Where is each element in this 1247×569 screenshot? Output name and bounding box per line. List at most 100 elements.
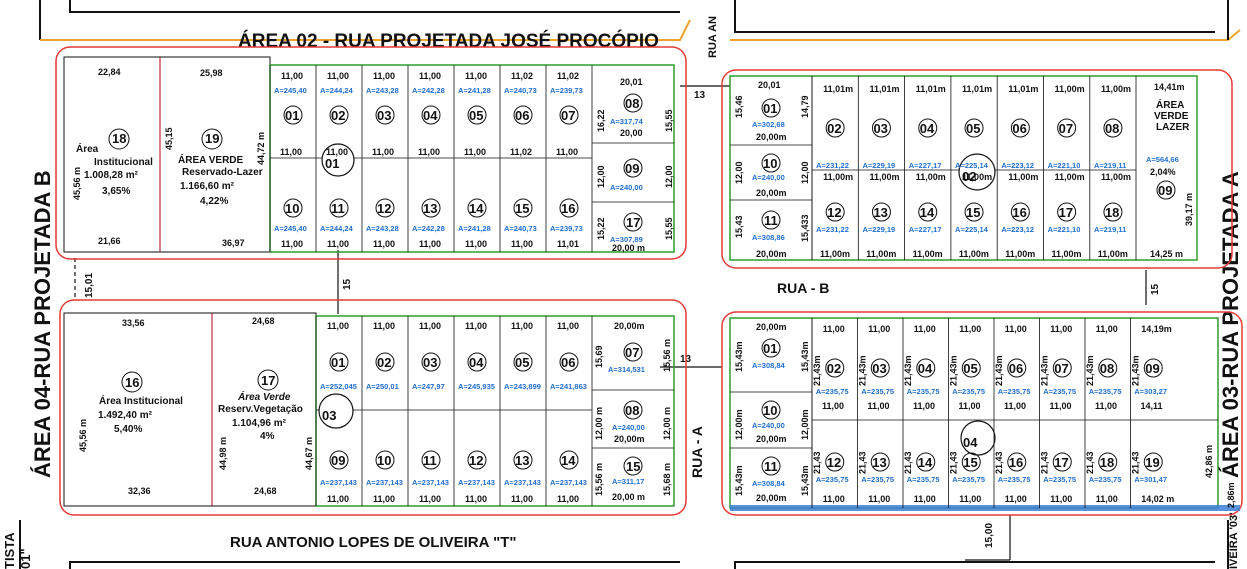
b02-bottom-lot-area: A=231,22 xyxy=(816,225,849,234)
b02-bottom-width: 11,00m xyxy=(866,249,896,259)
b02-bottom-lot-area: A=227,17 xyxy=(909,225,942,234)
b01-lot08-number: 08 xyxy=(625,96,639,111)
b03-top-lot-number: 02 xyxy=(377,355,391,370)
b04-bottom-lot-number: 16 xyxy=(1009,455,1023,470)
b02-lot11-area: A=308,86 xyxy=(752,233,785,242)
b01-top-lot-number: 01 xyxy=(285,108,299,123)
b01-bottom-lot-width: 11,00 xyxy=(465,239,487,249)
b01-lot19-side-r: 44,72 m xyxy=(256,132,266,165)
b04-top-depth: 21,43m xyxy=(903,355,913,386)
b01-bottom-lot-circle xyxy=(283,198,303,218)
b04-top-lot-area: A=235,75 xyxy=(907,387,940,396)
b03-top-lot-area: A=250,01 xyxy=(366,382,399,391)
b04-lot11-left: 15,43m xyxy=(734,465,744,496)
b02-bottom-lot-area: A=221,10 xyxy=(1048,225,1081,234)
b04-lot11-area: A=308,84 xyxy=(752,479,786,488)
b03-bottom-lot-number: 11 xyxy=(423,453,437,468)
b02-top-lot-number: 03 xyxy=(873,121,887,136)
b01-lot19-circle xyxy=(201,128,223,150)
b04-side: 42,86 m xyxy=(1204,445,1214,478)
b03-lot08-right: 12,00 m xyxy=(662,407,672,440)
b02-bottom-lot-area: A=225,14 xyxy=(955,225,989,234)
b04-mid-width: 11,00 xyxy=(868,401,890,411)
b02-bottom-lot-number: 16 xyxy=(1012,205,1026,220)
b01-lot19-label: ÁREA VERDE xyxy=(178,153,244,166)
b04-lot10-right: 12,00m xyxy=(800,409,810,440)
b02-bottom-lot-number: 12 xyxy=(827,205,841,220)
b04-top-lot-circle xyxy=(825,358,845,378)
b03-top-lot-area: A=243,899 xyxy=(504,382,541,391)
b03-bottom-lot-circle xyxy=(559,450,579,470)
b03-lot08-number: 08 xyxy=(625,403,639,418)
b04-top-lot-width: 11,00 xyxy=(959,324,981,334)
b01-bottom-lot-number: 13 xyxy=(423,201,437,216)
b02-lot10-circle xyxy=(761,153,781,173)
b04-bottom-depth: 21,43 xyxy=(1131,451,1141,474)
b03-lot17-number: 17 xyxy=(261,373,275,388)
b04-bottom-lot-width: 11,00 xyxy=(868,494,890,504)
b03-lot16-bottom: 32,36 xyxy=(128,486,151,496)
b02-bottom-width: 11,00m xyxy=(913,249,943,259)
b03-lot16-area: 1.492,40 m² xyxy=(98,410,153,421)
b01-top-lot-area: A=244,24 xyxy=(320,86,354,95)
b01-mid-width: 11,00 xyxy=(464,147,486,157)
b03-top-lot-circle xyxy=(375,352,395,372)
gap-bottom-vertical: 15,00 xyxy=(984,523,995,548)
b01-mid-width: 11,02 xyxy=(510,147,532,157)
b03-top-lot-circle xyxy=(467,352,487,372)
b01-top-lot-number: 02 xyxy=(331,108,345,123)
b01-mid-width: 11,00 xyxy=(372,147,394,157)
b01-block-number-text: 01 xyxy=(325,156,339,171)
b02-green-side: 39,17 m xyxy=(1184,193,1194,226)
b01-lot18-pct: 3,65% xyxy=(102,186,130,197)
b01-lot18-top: 22,84 xyxy=(98,67,121,77)
b04-top-depth: 21,43m xyxy=(1040,355,1050,386)
b04-bottom-lot-area: A=235,75 xyxy=(1089,475,1122,484)
b04-block-number-text: 04 xyxy=(963,435,978,450)
b02-bottom-lot-number: 13 xyxy=(873,205,887,220)
b03-lot17-sub: Reserv.Vegetação xyxy=(218,404,303,415)
b01-bottom-lot-width: 11,00 xyxy=(419,239,441,249)
b01-block-number xyxy=(321,143,355,177)
b03-bottom-lot-number: 12 xyxy=(469,453,483,468)
b04-bottom-lot-area: A=301,47 xyxy=(1134,475,1167,484)
b04-block-number xyxy=(960,420,996,456)
b01-lot18-circle xyxy=(108,128,130,150)
b01-bottom-lot-area: A=244,24 xyxy=(320,224,354,233)
b04-bottom-lot-area: A=235,75 xyxy=(998,475,1031,484)
b01-lot18-bottom: 21,66 xyxy=(98,236,121,246)
b03-lot15-right: 15,68 m xyxy=(662,463,672,496)
b01-top-lot-width: 11,00 xyxy=(419,71,441,81)
b01-bottom-lot-circle xyxy=(513,198,533,218)
b01-bottom-lot-circle xyxy=(421,198,441,218)
b01-bottom-lot-width: 11,00 xyxy=(511,239,533,249)
b04-lot11-right: 15,43m xyxy=(800,465,810,496)
b01-lot19-top: 25,98 xyxy=(200,68,223,78)
b03-top-lot-circle xyxy=(559,352,579,372)
b03-bottom-lot-number: 14 xyxy=(561,453,576,468)
b01-bottom-lot-area: A=245,40 xyxy=(274,224,307,233)
b04-top-lot-area: A=303,27 xyxy=(1134,387,1167,396)
b01-top-lot-area: A=243,28 xyxy=(366,86,399,95)
b01-lot19-bottom: 36,97 xyxy=(222,238,245,248)
b03-lot17-circle xyxy=(257,369,279,391)
b01-top-lot-area: A=241,28 xyxy=(458,86,491,95)
b03-lot08-area: A=240,00 xyxy=(612,423,645,432)
b04-mid-width: 11,00 xyxy=(913,401,935,411)
b04-bottom-lot-number: 13 xyxy=(872,455,886,470)
b04-bottom-lot-circle xyxy=(1098,452,1118,472)
b03-lot17-side: 44,98 m xyxy=(218,437,228,470)
b03-bottom-lot-width: 11,00 xyxy=(373,494,395,504)
b02-bottom-lot-width: 11,00m xyxy=(1101,172,1131,182)
b04-bottom-depth: 21,43 xyxy=(949,451,959,474)
b01-lot19-sub: Reservado-Lazer xyxy=(182,167,263,178)
b03-block-number-text: 03 xyxy=(322,408,336,423)
b03-lot15-area: A=311,17 xyxy=(612,477,644,486)
b03-bottom-lot-circle xyxy=(375,450,395,470)
b04-top-lot-circle xyxy=(1052,358,1072,378)
b03-lot16-top: 33,56 xyxy=(122,318,145,328)
b03-lot17-pct: 4% xyxy=(260,431,275,442)
b02-top-lot-width: 11,00m xyxy=(1055,84,1085,94)
b01-lot17-area: A=307,89 xyxy=(610,235,643,244)
b02-top-lot-area: A=227,17 xyxy=(909,161,942,170)
